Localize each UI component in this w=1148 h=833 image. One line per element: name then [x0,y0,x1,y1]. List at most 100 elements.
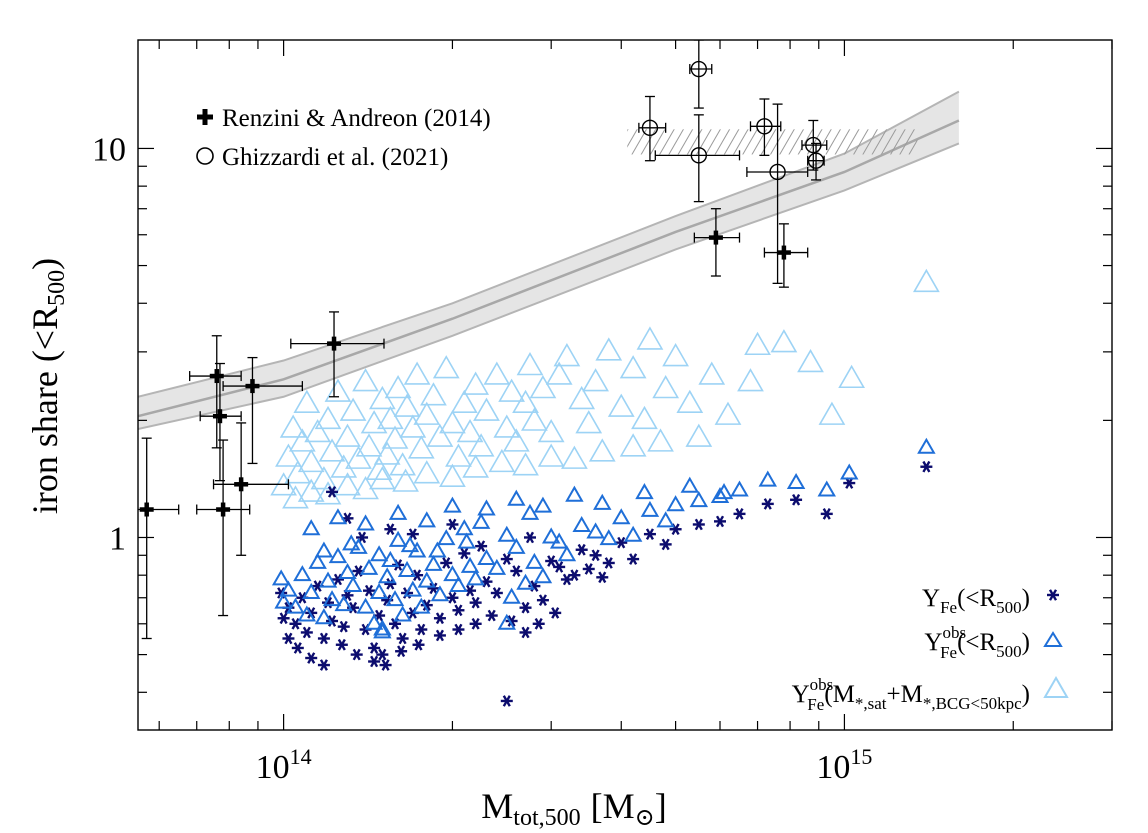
triangle-large-point [393,393,421,417]
triangle-large-point [365,456,393,480]
triangle-large-point [537,443,565,467]
triangle-large-point [456,418,484,443]
triangle-small-point [449,575,468,593]
renzini-point [763,223,809,288]
triangle-small-point [487,558,507,575]
triangle-small-point [301,519,321,536]
triangle-small-point [572,515,591,533]
asterisk-point [379,659,392,671]
asterisk-point [733,508,746,520]
asterisk-point [452,623,465,636]
asterisk-point [363,584,376,597]
triangle-small-point [334,595,353,612]
triangle-small-point [356,514,375,531]
ghizzardi-point [654,114,741,203]
ghizzardi-point [801,119,828,171]
ghizzardi-point [807,142,825,181]
triangle-large-point [588,438,616,462]
asterisk-point [643,528,656,540]
triangle-large-point [912,268,940,293]
triangle-large-point [297,448,325,473]
asterisk-point [519,626,532,639]
triangle-small-point [328,508,348,525]
triangle-large-point [403,361,431,385]
renzini-point [212,422,290,556]
triangle-small-point [710,487,730,504]
legend-cross-marker [197,109,213,125]
triangle-large-point [432,355,460,379]
triangle-small-point [507,537,526,554]
triangle-small-point [385,590,405,607]
triangle-large-point [493,414,521,438]
plot-frame [137,39,1113,731]
triangle-large-point [568,385,596,410]
asterisk-point [368,655,381,668]
triangle-large-point [553,343,581,367]
asterisk-point [427,582,440,595]
asterisk-point [406,528,419,540]
triangle-small-point [502,587,521,604]
triangle-small-point [817,480,836,497]
triangle-small-point [640,500,660,517]
triangle-large-point [413,401,441,425]
data-marks [138,40,940,707]
asterisk-point [331,573,344,586]
asterisk-point [326,615,339,627]
triangle-large-point [373,441,401,465]
triangle-small-point [656,511,675,528]
asterisk-point [761,498,774,510]
triangle-large-point [413,460,441,484]
triangle-large-point [355,433,383,457]
renzini-point [138,437,180,640]
triangle-large-point [797,348,824,373]
triangle-small-point [279,580,298,597]
triangle-large-point [304,418,332,443]
triangle-large-point [529,375,557,399]
asterisk-point [820,508,833,520]
triangle-large-point [818,401,846,425]
triangle-large-point [462,454,490,478]
triangle-small-point [443,496,462,513]
asterisk-point [415,623,428,636]
triangle-small-point [466,569,485,586]
triangle-small-point [612,508,631,525]
triangle-small-point [322,590,342,607]
triangle-large-point [473,397,500,421]
renzini-point [189,335,242,449]
triangle-small-point [318,571,338,588]
legend-circle-marker [196,147,214,165]
hatched-band [627,129,918,155]
triangle-large-point [698,361,726,385]
triangle-small-point [373,619,392,636]
triangle-large-point [607,393,635,417]
triangle-large-point [483,361,511,385]
ghizzardi-point [746,103,809,285]
triangle-large-point [685,423,713,447]
asterisk-point [469,617,482,630]
asterisk-point [545,555,558,567]
triangle-small-point [400,536,420,553]
triangle-small-point [541,527,561,544]
triangle-small-point [369,545,389,562]
triangle-small-point [430,585,450,602]
triangle-small-point [397,560,417,577]
triangle-small-point [412,597,431,614]
sun-symbol-icon: ⊙ [635,805,655,831]
ghizzardi-point [749,98,782,156]
asterisk-point [510,565,523,577]
ghizzardi-point [689,40,713,109]
triangle-large-point [392,468,419,492]
triangle-small-point [437,529,456,546]
asterisk-point [282,632,295,645]
asterisk-point [326,486,339,498]
triangle-small-point [680,476,700,493]
y-axis-title: iron share (<R500) [25,258,70,514]
asterisk-point [582,563,595,575]
triangle-small-point [328,547,348,564]
renzini-point [290,311,385,398]
triangle-small-point [497,613,517,630]
triangle-large-point [297,478,325,502]
triangle-small-point [557,545,577,562]
